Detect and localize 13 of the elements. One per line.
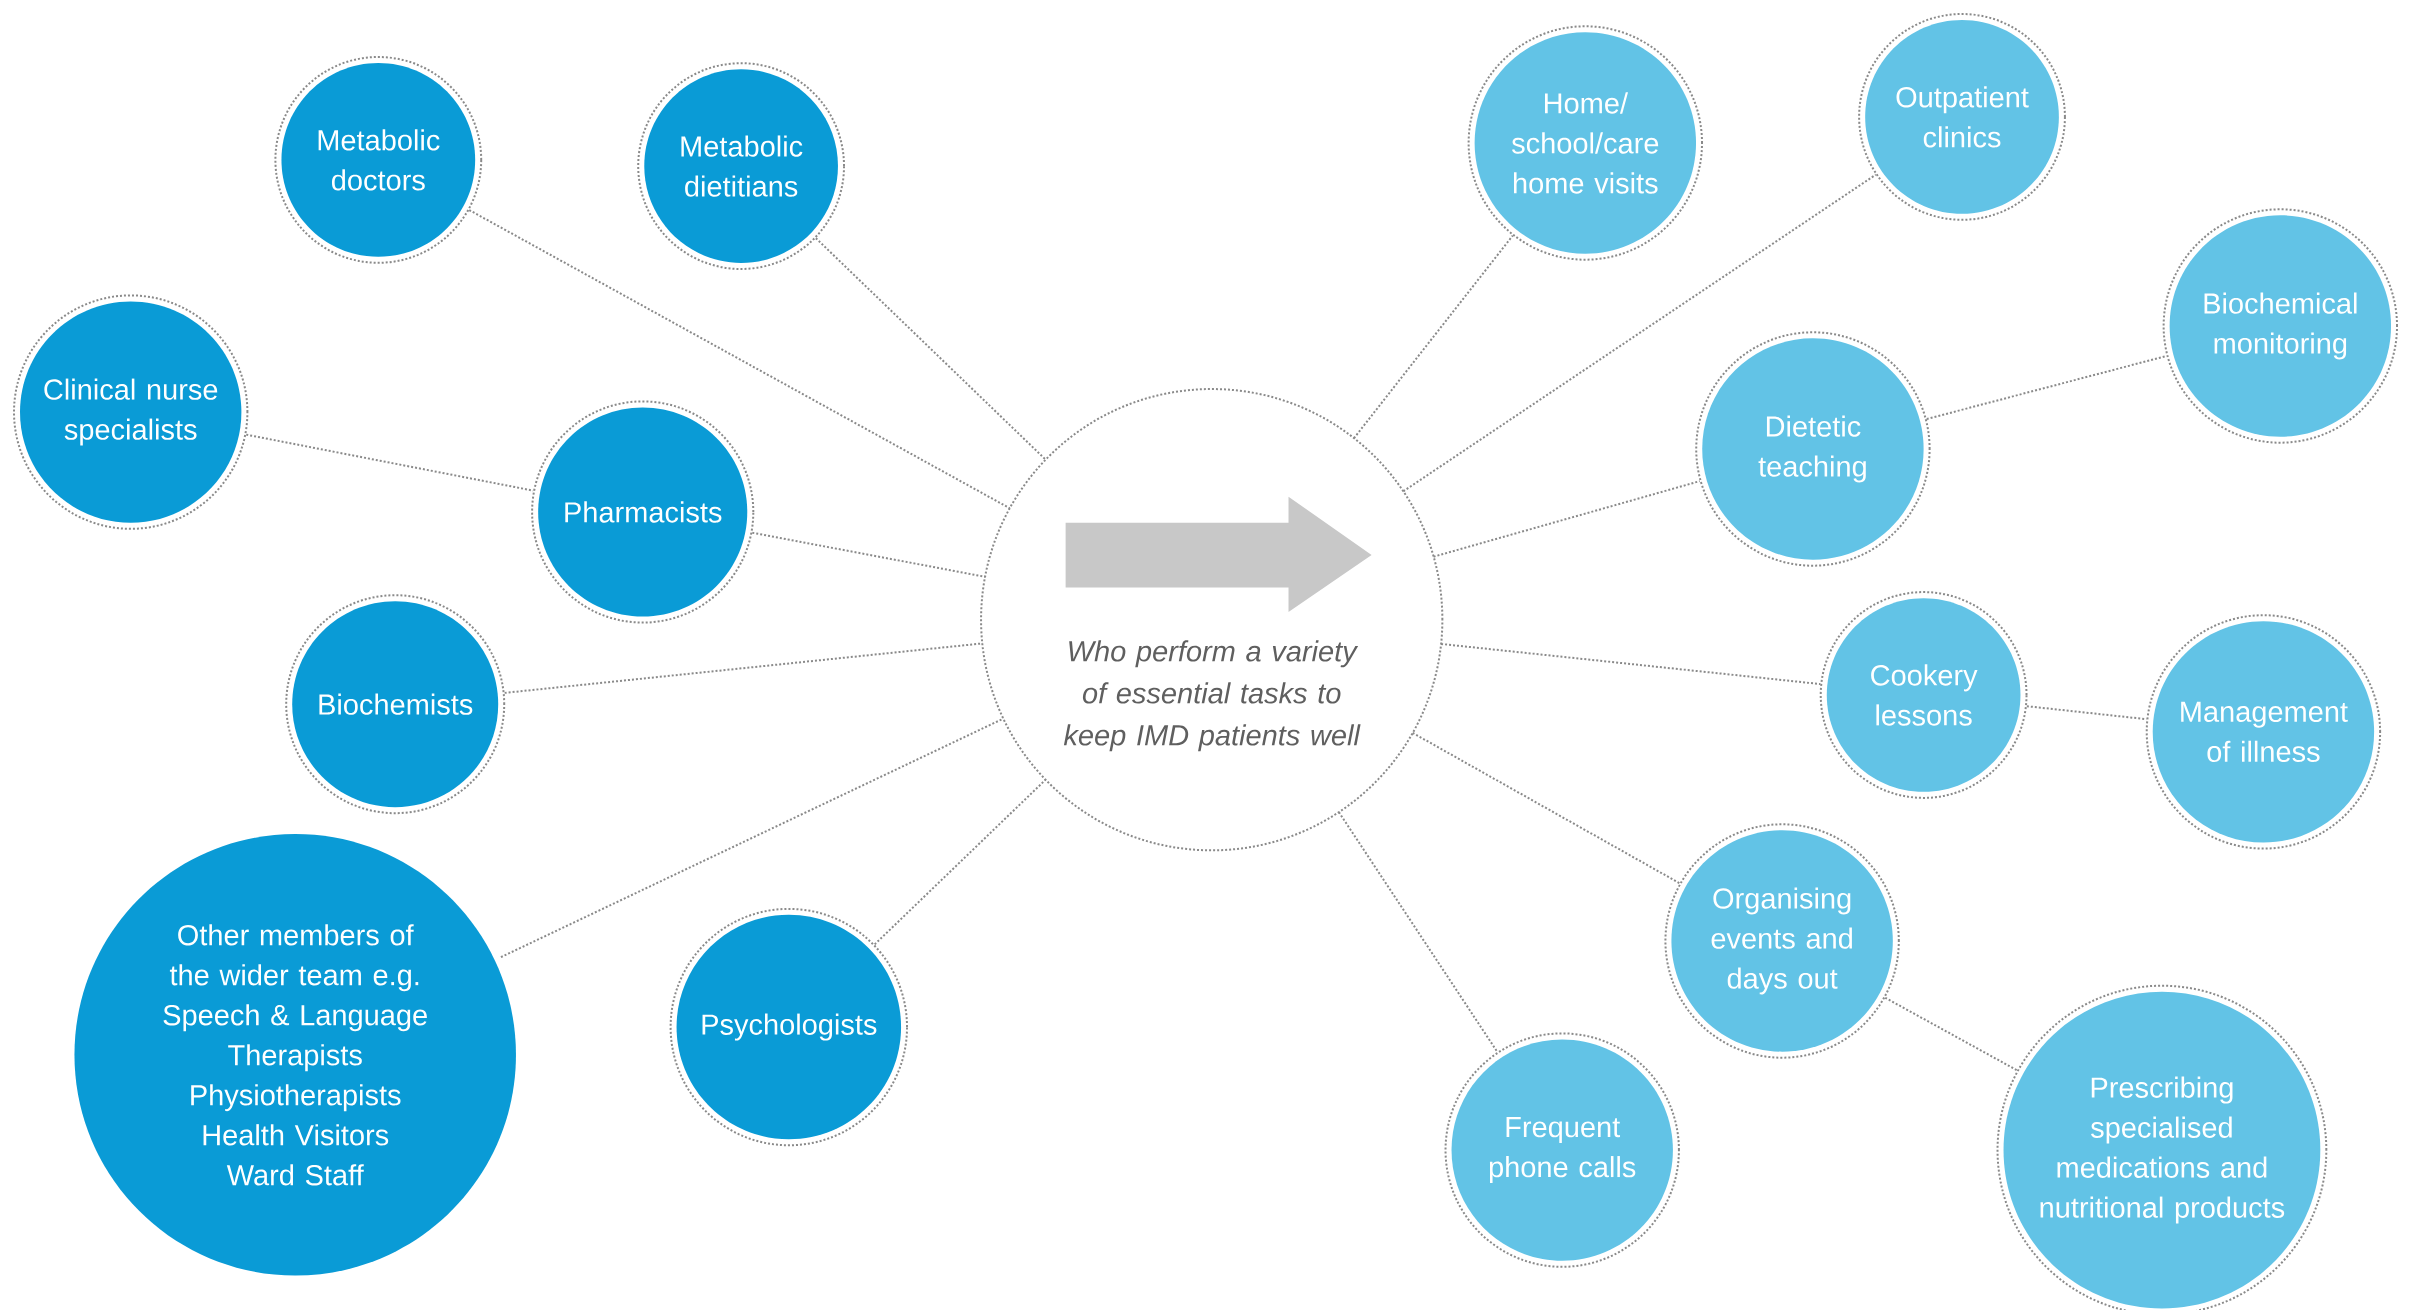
connector-line (1440, 642, 1822, 686)
connector-line (1402, 173, 1877, 493)
connector-line (499, 717, 1005, 959)
connector-line (751, 531, 987, 578)
connector-line (1353, 234, 1514, 440)
connector-line (1884, 996, 2019, 1072)
connector-line (873, 778, 1047, 946)
connector-line (1925, 354, 2168, 421)
connector-line (468, 209, 1011, 510)
connector-line (814, 237, 1047, 461)
connector-line (1411, 731, 1681, 885)
connector-line (1432, 480, 1701, 558)
connector-line (1337, 811, 1499, 1053)
